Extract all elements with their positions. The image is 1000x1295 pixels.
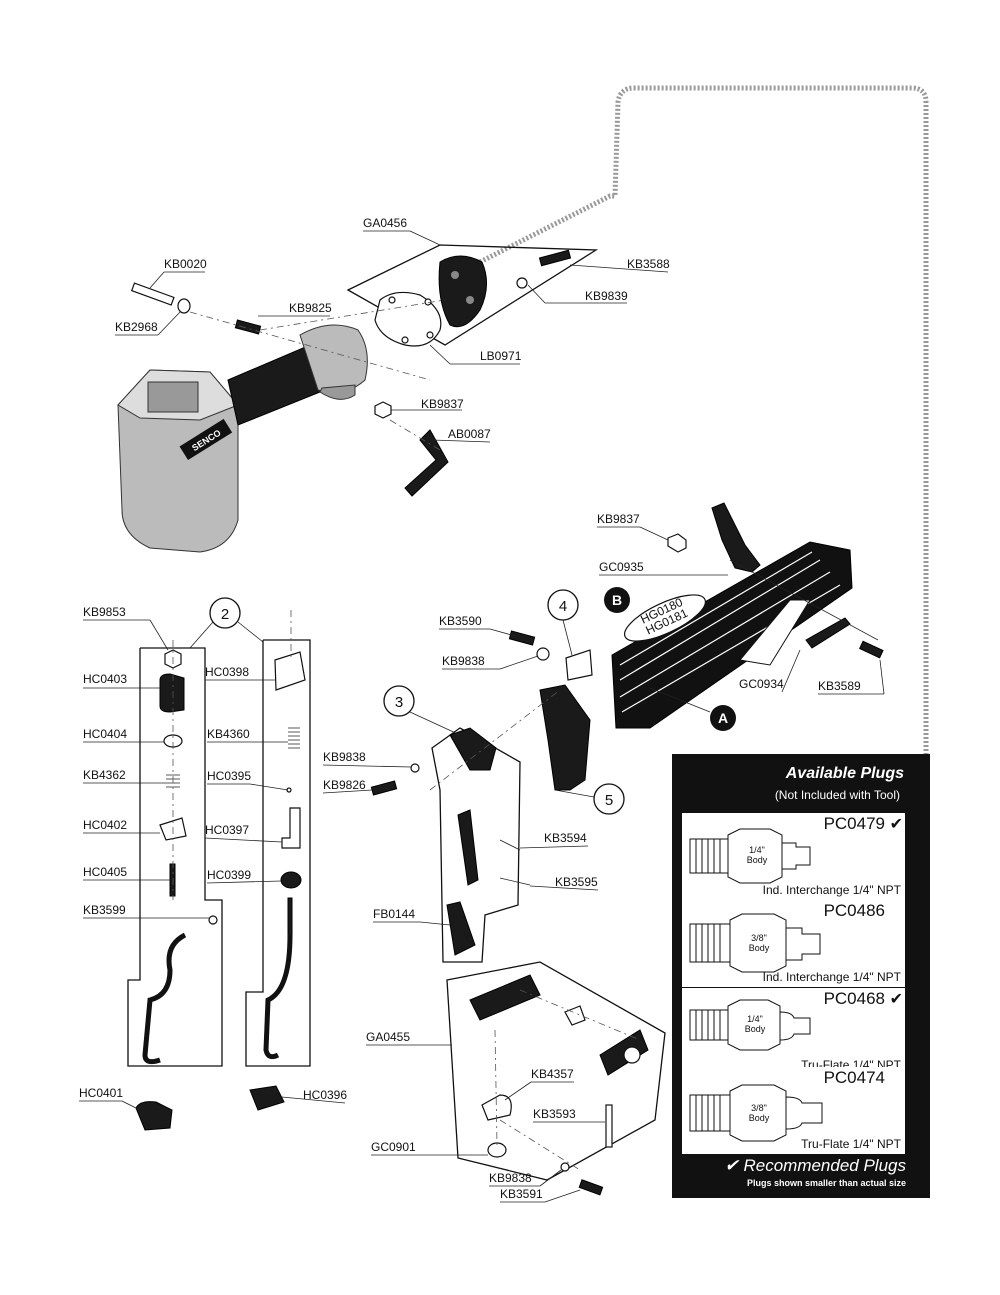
group-3: [370, 727, 531, 963]
svg-text:3: 3: [395, 694, 403, 711]
label-KB3599: KB3599: [83, 903, 126, 917]
label-HC0405: HC0405: [83, 865, 127, 879]
callout-b: B: [604, 587, 630, 613]
plug-card-4: 3/8"Body PC0474 Tru-Flate 1/4" NPT: [682, 1067, 905, 1154]
callout-5: 5: [593, 783, 625, 815]
recommended-plugs-note: ✔ Recommended Plugs: [724, 1156, 907, 1175]
label-KB9853: KB9853: [83, 605, 126, 619]
svg-text:A: A: [718, 710, 728, 726]
label-GA0456: GA0456: [363, 216, 407, 230]
part-labels: GA0456 KB3588 KB9839 KB0020 KB2968 KB982…: [79, 216, 885, 1203]
ga0455-assembly: [446, 961, 666, 1196]
label-HC0395: HC0395: [207, 769, 251, 783]
magazine-assembly: [611, 502, 884, 729]
plug-1-desc: Ind. Interchange 1/4" NPT: [762, 883, 901, 897]
label-KB9838-c: KB9838: [489, 1171, 532, 1185]
dotted-connector-path: [478, 85, 929, 1083]
plug-card-3: 1/4"Body PC0468 ✔ Tru-Flate 1/4" NPT: [682, 988, 905, 1075]
label-HC0399: HC0399: [207, 868, 251, 882]
plug-drawing-2: [689, 913, 821, 973]
label-KB4362: KB4362: [83, 768, 126, 782]
label-KB4357: KB4357: [531, 1067, 574, 1081]
label-KB9825: KB9825: [289, 301, 332, 315]
plugs-size-footnote: Plugs shown smaller than actual size: [746, 1178, 906, 1188]
plug-drawing-4: [689, 1084, 823, 1142]
group-4-5: [429, 630, 595, 798]
plug-1-body: 1/4"Body: [746, 845, 768, 865]
label-KB3594: KB3594: [544, 831, 587, 845]
label-KB9838-a: KB9838: [442, 654, 485, 668]
label-HC0404: HC0404: [83, 727, 127, 741]
label-GC0934: GC0934: [739, 677, 784, 691]
callout-3: 3: [383, 685, 461, 736]
label-AB0087: AB0087: [448, 427, 491, 441]
plug-1-code: PC0479: [823, 814, 885, 833]
plugs-subtitle: (Not Included with Tool): [774, 788, 900, 802]
plug-2-desc: Ind. Interchange 1/4" NPT: [762, 970, 901, 984]
label-HC0397: HC0397: [205, 823, 249, 837]
label-FB0144: FB0144: [373, 907, 415, 921]
svg-text:5: 5: [605, 792, 613, 809]
svg-text:4: 4: [559, 598, 567, 615]
group-2-left: [127, 640, 223, 1131]
label-HC0402: HC0402: [83, 818, 127, 832]
label-KB9837-top: KB9837: [421, 397, 464, 411]
label-HC0403: HC0403: [83, 672, 127, 686]
plug-2-code: PC0486: [823, 901, 885, 920]
label-KB9839: KB9839: [585, 289, 628, 303]
label-KB3593: KB3593: [533, 1107, 576, 1121]
label-KB4360: KB4360: [207, 727, 250, 741]
plug-2-body: 3/8"Body: [748, 933, 770, 953]
plug-4-desc: Tru-Flate 1/4" NPT: [801, 1137, 901, 1151]
label-KB2968: KB2968: [115, 320, 158, 334]
label-KB0020: KB0020: [164, 257, 207, 271]
label-HC0398: HC0398: [205, 665, 249, 679]
plug-card-1: 1/4"Body PC0479 ✔ Ind. Interchange 1/4" …: [682, 813, 905, 900]
plug-drawing-1: [689, 828, 811, 884]
plug-4-body: 3/8"Body: [748, 1103, 770, 1123]
callout-2: 2: [189, 597, 264, 649]
label-KB3591: KB3591: [500, 1187, 543, 1201]
plug-card-2: 3/8"Body PC0486 Ind. Interchange 1/4" NP…: [682, 900, 905, 987]
label-KB3588: KB3588: [627, 257, 670, 271]
plug-drawing-3: [689, 999, 811, 1051]
label-GA0455: GA0455: [366, 1030, 410, 1044]
label-GC0935: GC0935: [599, 560, 644, 574]
label-KB9826: KB9826: [323, 778, 366, 792]
svg-text:2: 2: [221, 606, 229, 623]
callout-4: 4: [547, 589, 579, 656]
label-HC0401: HC0401: [79, 1086, 123, 1100]
plug-3-check: ✔: [889, 991, 903, 1008]
label-HC0396: HC0396: [303, 1088, 347, 1102]
plugs-title: Available Plugs: [785, 765, 904, 782]
label-KB3590: KB3590: [439, 614, 482, 628]
callout-a: A: [649, 687, 736, 731]
top-housing-assembly: SENCO: [117, 244, 599, 553]
svg-text:B: B: [612, 592, 622, 608]
label-KB9838-b: KB9838: [323, 750, 366, 764]
plug-3-code: PC0468: [823, 989, 885, 1008]
group-2-right: [245, 610, 311, 1111]
plug-4-code: PC0474: [823, 1068, 885, 1087]
label-GC0901: GC0901: [371, 1140, 416, 1154]
available-plugs-panel: Available Plugs (Not Included with Tool)…: [672, 754, 930, 1198]
plug-3-body: 1/4"Body: [744, 1014, 766, 1034]
label-KB9837-right: KB9837: [597, 512, 640, 526]
label-LB0971: LB0971: [480, 349, 522, 363]
label-KB3595: KB3595: [555, 875, 598, 889]
plug-1-check: ✔: [889, 816, 903, 833]
label-KB3589: KB3589: [818, 679, 861, 693]
